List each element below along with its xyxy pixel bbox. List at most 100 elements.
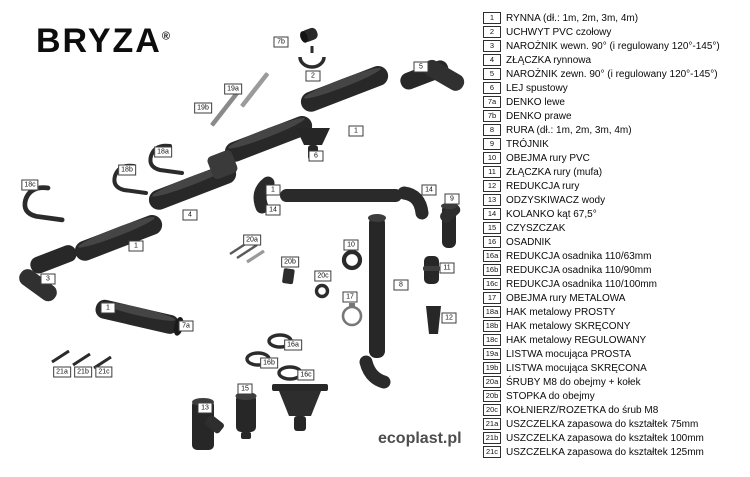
- legend-label: NAROŻNIK zewn. 90° (i regulowany 120°-14…: [506, 68, 718, 80]
- legend-number: 3: [483, 40, 501, 52]
- callout-4: 4: [182, 209, 198, 221]
- legend-item-21a: 21a USZCZELKA zapasowa do kształtek 75mm: [483, 417, 747, 431]
- pipe-coupler: [423, 256, 440, 284]
- legend-label: ZŁĄCZKA rynnowa: [506, 54, 592, 66]
- legend-label: ŚRUBY M8 do obejmy + kołek: [506, 376, 641, 388]
- callout-14: 14: [265, 204, 281, 216]
- spare-gaskets: [51, 349, 112, 370]
- legend-number: 20b: [483, 390, 501, 402]
- legend-number: 9: [483, 138, 501, 150]
- legend-item-11: 11 ZŁĄCZKA rury (mufa): [483, 165, 747, 179]
- brand-name: BRYZA: [36, 22, 162, 60]
- callout-8: 8: [393, 279, 409, 291]
- offset-pipe: [280, 189, 402, 202]
- callout-7b: 7b: [273, 36, 289, 48]
- website-text: ecoplast.pl: [378, 430, 462, 447]
- corner-inner: [19, 245, 77, 302]
- legend-number: 8: [483, 124, 501, 136]
- legend-number: 21a: [483, 418, 501, 430]
- elbow-bottom: [359, 355, 391, 389]
- brand-logo: BRYZA®: [36, 22, 172, 61]
- legend-number: 11: [483, 166, 501, 178]
- callout-7a: 7a: [178, 320, 194, 332]
- legend-label: ZŁĄCZKA rury (mufa): [506, 166, 603, 178]
- legend-item-20c: 20c KOŁNIERZ/ROZETKA do śrub M8: [483, 403, 747, 417]
- legend-item-15: 15 CZYSZCZAK: [483, 221, 747, 235]
- downpipe: [368, 214, 386, 358]
- legend-label: KOŁNIERZ/ROZETKA do śrub M8: [506, 404, 659, 416]
- rosette: [314, 283, 330, 299]
- legend-item-20b: 20b STOPKA do obejmy: [483, 389, 747, 403]
- metal-hook-adjustable: [25, 188, 62, 220]
- legend-number: 12: [483, 180, 501, 192]
- legend-number: 19b: [483, 362, 501, 374]
- callout-1: 1: [100, 302, 116, 314]
- legend-number: 20c: [483, 404, 501, 416]
- callout-2: 2: [305, 70, 321, 82]
- callout-13: 13: [197, 402, 213, 414]
- pipe-clamp-pvc: [341, 249, 363, 271]
- legend-number: 15: [483, 222, 501, 234]
- legend-number: 16a: [483, 250, 501, 262]
- legend-label: LEJ spustowy: [506, 82, 568, 94]
- legend-number: 20a: [483, 376, 501, 388]
- callout-18c: 18c: [21, 179, 39, 191]
- legend-number: 16: [483, 236, 501, 248]
- legend-label: HAK metalowy PROSTY: [506, 306, 616, 318]
- callout-21a: 21a: [53, 366, 71, 378]
- callout-1: 1: [128, 240, 144, 252]
- legend-label: REDUKCJA osadnika 110/63mm: [506, 250, 652, 262]
- legend-label: RYNNA (dł.: 1m, 2m, 3m, 4m): [506, 12, 639, 24]
- legend-label: KOLANKO kąt 67,5°: [506, 208, 597, 220]
- legend-label: OSADNIK: [506, 236, 552, 248]
- mounting-strip-straight: [240, 72, 270, 108]
- gutter-joiner: [207, 150, 238, 179]
- legend-number: 21c: [483, 446, 501, 458]
- mounting-strip-twisted: [210, 91, 240, 127]
- legend-label: DENKO prawe: [506, 110, 572, 122]
- registered-mark: ®: [161, 30, 172, 43]
- legend-item-20a: 20a ŚRUBY M8 do obejmy + kołek: [483, 375, 747, 389]
- callout-1: 1: [348, 125, 364, 137]
- legend-number: 7a: [483, 96, 501, 108]
- callout-16b: 16b: [260, 357, 278, 369]
- callout-17: 17: [342, 291, 358, 303]
- legend-item-7b: 7b DENKO prawe: [483, 109, 747, 123]
- legend-number: 2: [483, 26, 501, 38]
- legend-label: REDUKCJA osadnika 110/100mm: [506, 278, 657, 290]
- callout-3: 3: [40, 273, 56, 285]
- legend-number: 5: [483, 68, 501, 80]
- callout-12: 12: [441, 312, 457, 324]
- gutter-bracket: [298, 46, 326, 69]
- callout-5: 5: [413, 61, 429, 73]
- legend-label: USZCZELKA zapasowa do kształtek 75mm: [506, 418, 699, 430]
- parts-diagram: [19, 27, 465, 450]
- legend-label: CZYSZCZAK: [506, 222, 566, 234]
- callout-15: 15: [237, 383, 253, 395]
- callout-18a: 18a: [154, 146, 172, 158]
- legend-label: NAROŻNIK wewn. 90° (i regulowany 120°-14…: [506, 40, 720, 52]
- callout-19b: 19b: [194, 102, 212, 114]
- legend-label: HAK metalowy REGULOWANY: [506, 334, 647, 346]
- legend-item-12: 12 REDUKCJA rury: [483, 179, 747, 193]
- legend-item-16a: 16a REDUKCJA osadnika 110/63mm: [483, 249, 747, 263]
- legend-label: OBEJMA rury PVC: [506, 152, 590, 164]
- legend-label: STOPKA do obejmy: [506, 390, 595, 402]
- legend-number: 16c: [483, 278, 501, 290]
- legend-number: 18b: [483, 320, 501, 332]
- legend-label: REDUKCJA rury: [506, 180, 580, 192]
- legend-number: 7b: [483, 110, 501, 122]
